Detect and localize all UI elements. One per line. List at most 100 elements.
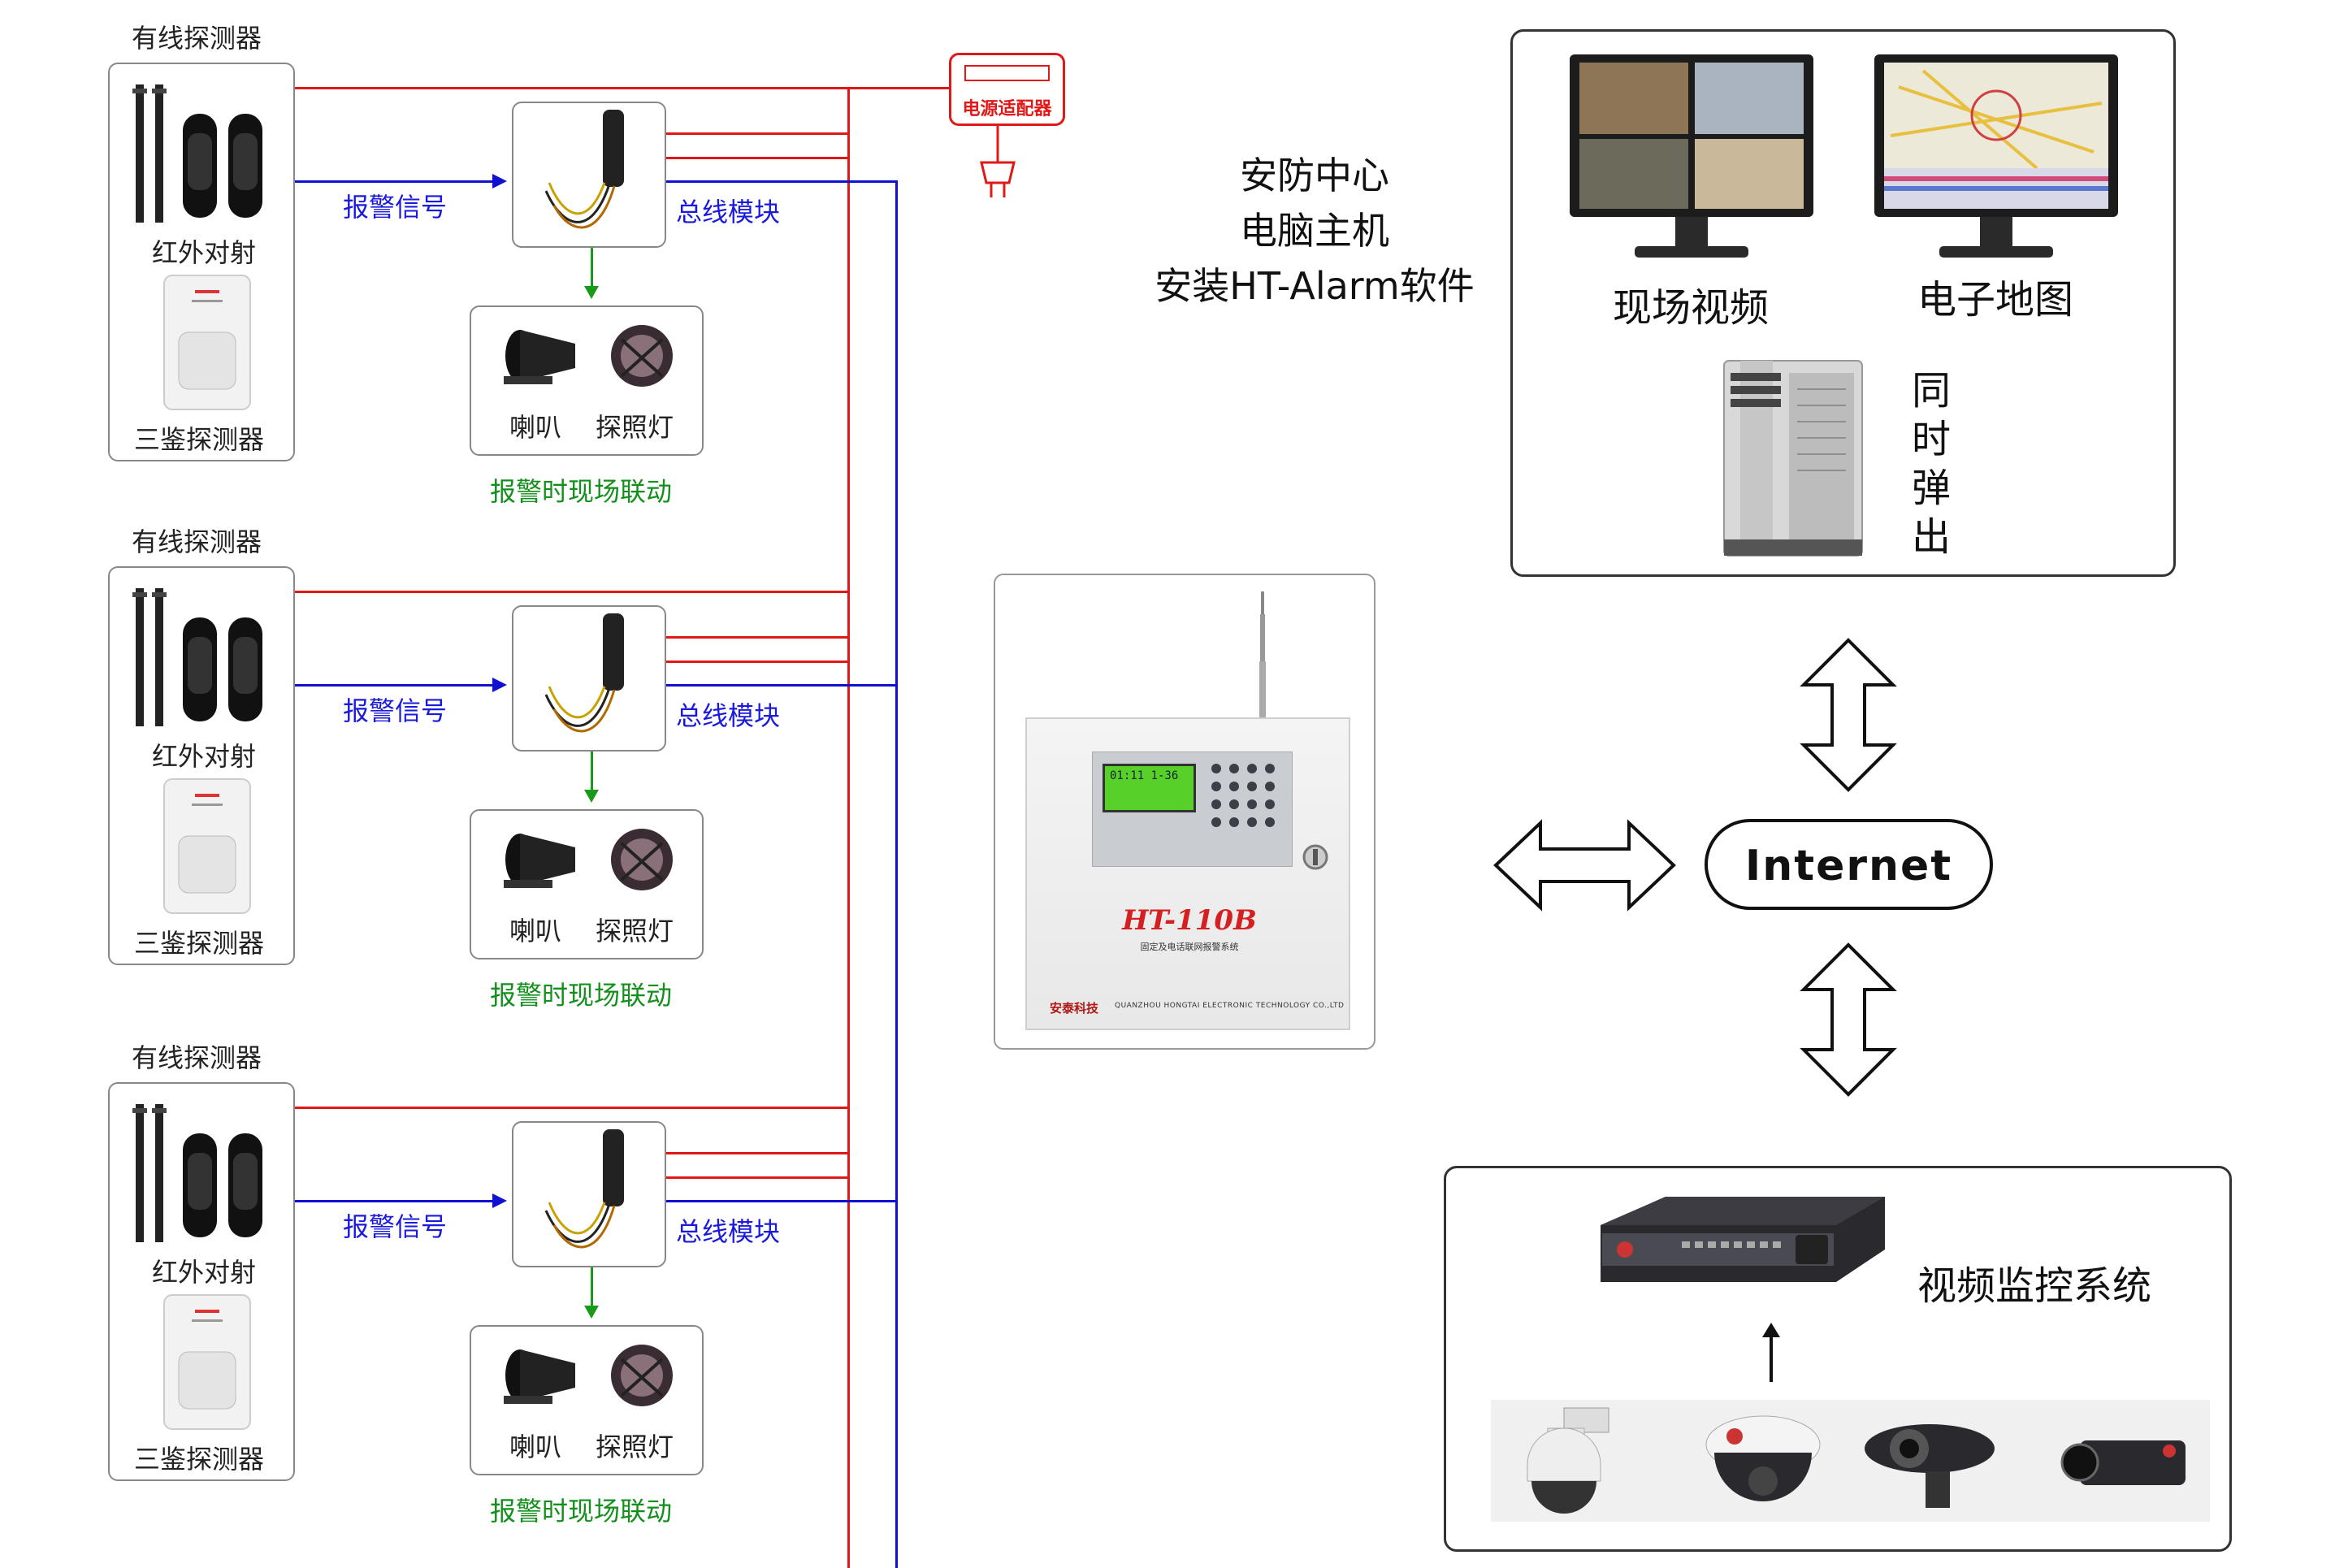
horn-label: 喇叭 bbox=[509, 916, 562, 946]
bus-label: 总线模块 bbox=[676, 1216, 781, 1247]
horn-icon bbox=[504, 330, 575, 384]
power-adapter-label: 电源适配器 bbox=[962, 98, 1052, 119]
bus-data-line bbox=[666, 684, 897, 687]
bus-power-line-b bbox=[666, 1176, 848, 1179]
bus-data-line bbox=[666, 180, 897, 183]
red-trunk-line bbox=[847, 88, 850, 1568]
adapter-display bbox=[964, 65, 1050, 81]
arrow-right-icon bbox=[492, 678, 507, 692]
pir-label: 三鉴探测器 bbox=[134, 928, 265, 959]
linkage-line bbox=[591, 752, 593, 792]
group-title: 有线探测器 bbox=[132, 23, 262, 54]
key-lock-icon bbox=[1302, 844, 1328, 870]
pir-label: 三鉴探测器 bbox=[134, 424, 265, 455]
detector-power-line bbox=[295, 1107, 849, 1109]
video-label: 现场视频 bbox=[1613, 285, 1770, 331]
bus-module-box bbox=[512, 102, 666, 248]
bus-module-icon bbox=[544, 613, 624, 733]
bus-power-line-a bbox=[666, 132, 848, 135]
beam-detector-icon bbox=[132, 84, 262, 223]
popup-char-4: 出 bbox=[1912, 514, 1952, 560]
linkage-line bbox=[591, 248, 593, 288]
pir-detector-icon bbox=[163, 275, 251, 410]
bus-module-icon bbox=[544, 110, 624, 229]
double-arrow-vertical-icon bbox=[1800, 638, 1897, 792]
dome-camera-icon bbox=[1705, 1415, 1821, 1501]
group-title: 有线探测器 bbox=[132, 1042, 262, 1073]
double-arrow-horizontal-icon bbox=[1493, 819, 1676, 912]
lamp-label: 探照灯 bbox=[596, 916, 674, 946]
linkage-label: 报警时现场联动 bbox=[490, 476, 673, 507]
linkage-label: 报警时现场联动 bbox=[490, 980, 673, 1011]
bus-power-line-b bbox=[666, 157, 848, 159]
beam-detector-icon bbox=[132, 1104, 262, 1242]
lcd-text: 01:11 1-36 bbox=[1110, 769, 1179, 782]
bus-power-line-a bbox=[666, 636, 848, 639]
horn-label: 喇叭 bbox=[509, 412, 562, 443]
detector-box: 红外对射 三鉴探测器 bbox=[108, 63, 295, 461]
linkage-label: 报警时现场联动 bbox=[490, 1496, 673, 1527]
center-line-1: 安防中心 bbox=[1240, 154, 1389, 197]
signal-label: 报警信号 bbox=[343, 1211, 448, 1242]
popup-char-2: 时 bbox=[1912, 417, 1952, 462]
arrow-up-icon bbox=[1762, 1323, 1780, 1382]
bus-module-box bbox=[512, 605, 666, 752]
linkage-line bbox=[591, 1267, 593, 1308]
arrow-down-icon bbox=[584, 790, 599, 803]
beam-label: 红外对射 bbox=[152, 237, 257, 268]
pc-tower-icon bbox=[1723, 360, 1863, 557]
map-monitor-icon bbox=[1874, 54, 2118, 258]
arrow-right-icon bbox=[492, 174, 507, 188]
arrow-down-icon bbox=[584, 1306, 599, 1319]
alarm-signal-line bbox=[295, 180, 498, 183]
map-label: 电子地图 bbox=[1917, 277, 2074, 323]
bus-data-line bbox=[666, 1200, 897, 1202]
bus-module-icon bbox=[544, 1129, 624, 1249]
horn-icon bbox=[504, 834, 575, 888]
beam-label: 红外对射 bbox=[152, 1257, 257, 1288]
power-adapter: 电源适配器 bbox=[949, 53, 1065, 126]
detector-power-line bbox=[295, 591, 849, 593]
video-system-label: 视频监控系统 bbox=[1917, 1263, 2152, 1309]
lcd-screen: 01:11 1-36 bbox=[1103, 764, 1196, 812]
double-arrow-vertical-lower-icon bbox=[1800, 942, 1897, 1097]
detector-power-line bbox=[295, 87, 849, 89]
alarm-panel-frame: 01:11 1-36 HT-110B 固定及电话联网报警系统 安泰科技 QUAN… bbox=[994, 574, 1375, 1050]
bus-label: 总线模块 bbox=[676, 197, 781, 227]
lamp-label: 探照灯 bbox=[596, 1432, 674, 1462]
video-monitor-icon bbox=[1570, 54, 1813, 258]
searchlight-icon bbox=[611, 1345, 673, 1406]
ir-bullet-camera-icon bbox=[1865, 1424, 1995, 1508]
linkage-device-box: 喇叭 探照灯 bbox=[470, 1325, 704, 1475]
panel-subtitle: 固定及电话联网报警系统 bbox=[1140, 942, 1239, 952]
panel-bezel: 01:11 1-36 bbox=[1092, 752, 1293, 867]
security-center-box: 现场视频 电子地图 同 时 弹 出 bbox=[1510, 29, 2176, 577]
beam-label: 红外对射 bbox=[152, 741, 257, 772]
blue-trunk-line bbox=[895, 180, 898, 1568]
pir-detector-icon bbox=[163, 1294, 251, 1430]
signal-label: 报警信号 bbox=[343, 192, 448, 223]
plug-icon bbox=[980, 126, 1016, 197]
panel-company: QUANZHOU HONGTAI ELECTRONIC TECHNOLOGY C… bbox=[1115, 1002, 1345, 1010]
group-title: 有线探测器 bbox=[132, 526, 262, 557]
alarm-signal-line bbox=[295, 1200, 498, 1202]
internet-label: Internet bbox=[1744, 842, 1953, 890]
arrow-right-icon bbox=[492, 1193, 507, 1208]
linkage-device-box: 喇叭 探照灯 bbox=[470, 305, 704, 456]
popup-char-3: 弹 bbox=[1912, 466, 1952, 511]
panel-model: HT-110B bbox=[1122, 904, 1257, 937]
center-line-2: 电脑主机 bbox=[1240, 209, 1389, 253]
bus-power-line-a bbox=[666, 1152, 848, 1154]
internet-node: Internet bbox=[1705, 819, 1993, 910]
alarm-signal-line bbox=[295, 684, 498, 687]
panel-brand: 安泰科技 bbox=[1050, 1001, 1099, 1016]
bus-power-line-b bbox=[666, 661, 848, 663]
linkage-device-box: 喇叭 探照灯 bbox=[470, 809, 704, 959]
bus-module-box bbox=[512, 1121, 666, 1267]
bus-label: 总线模块 bbox=[676, 700, 781, 731]
dvr-recorder-icon bbox=[1601, 1197, 1885, 1282]
pir-label: 三鉴探测器 bbox=[134, 1444, 265, 1475]
ptz-dome-camera-icon bbox=[1527, 1407, 1609, 1514]
searchlight-icon bbox=[611, 325, 673, 387]
center-line-3: 安装HT-Alarm软件 bbox=[1155, 264, 1475, 308]
